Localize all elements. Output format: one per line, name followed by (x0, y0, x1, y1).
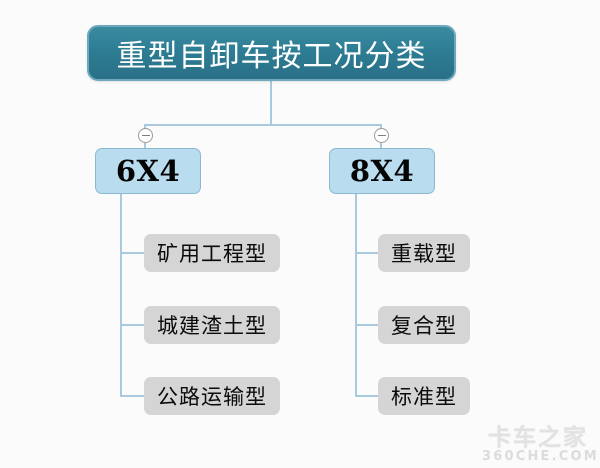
connector-stub-8x4-child-0 (355, 252, 380, 254)
connector-toggle-stub-8x4 (380, 143, 382, 149)
leaf-node-label: 公路运输型 (157, 385, 267, 409)
leaf-node-label: 城建渣土型 (157, 314, 267, 338)
site-watermark: 卡车之家 360CHE.COM (482, 425, 599, 465)
branch-node-6x4[interactable]: 6X4 (95, 148, 201, 194)
collapse-toggle-6x4[interactable] (138, 128, 153, 143)
leaf-node[interactable]: 矿用工程型 (144, 234, 280, 272)
connector-stub-6x4-child-2 (120, 395, 146, 397)
connector-stub-6x4-child-0 (120, 252, 146, 254)
root-node[interactable]: 重型自卸车按工况分类 (87, 25, 456, 81)
connector-stub-8x4-child-2 (355, 395, 380, 397)
watermark-latin-text: 360CHE.COM (482, 449, 599, 465)
connector-root-stem (270, 81, 272, 125)
leaf-node[interactable]: 复合型 (378, 306, 470, 344)
leaf-node[interactable]: 城建渣土型 (144, 306, 280, 344)
collapse-toggle-8x4[interactable] (374, 128, 389, 143)
connector-toggle-stub-6x4 (144, 143, 146, 149)
root-node-label: 重型自卸车按工况分类 (116, 39, 427, 74)
branch-node-8x4-label: 8X4 (349, 154, 415, 188)
connector-spine-8x4 (355, 194, 357, 397)
watermark-chinese-text: 卡车之家 (488, 425, 588, 452)
connector-stub-6x4-child-1 (120, 324, 146, 326)
leaf-node[interactable]: 重载型 (378, 234, 470, 272)
branch-node-8x4[interactable]: 8X4 (329, 148, 435, 194)
leaf-node[interactable]: 标准型 (378, 377, 470, 415)
connector-level1-bus (144, 124, 382, 126)
leaf-node-label: 矿用工程型 (157, 242, 267, 266)
leaf-node[interactable]: 公路运输型 (144, 377, 280, 415)
leaf-node-label: 复合型 (391, 314, 457, 338)
leaf-node-label: 标准型 (391, 385, 457, 409)
connector-stub-8x4-child-1 (355, 324, 380, 326)
connector-spine-6x4 (120, 194, 122, 397)
leaf-node-label: 重载型 (391, 242, 457, 266)
branch-node-6x4-label: 6X4 (115, 154, 181, 188)
